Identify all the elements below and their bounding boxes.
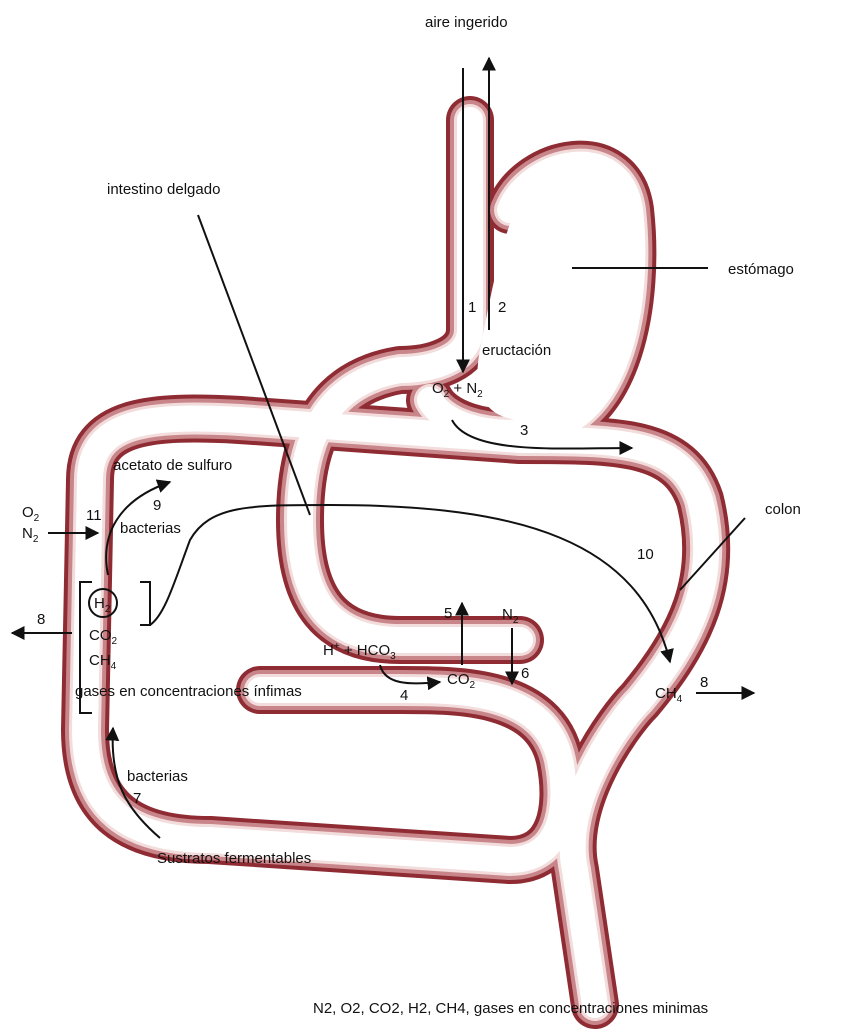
chem-ch4-left: CH4 <box>89 653 116 672</box>
chem-o2-left: O2 <box>22 505 39 524</box>
label-colon: colon <box>765 502 801 517</box>
chem-n2-mid: N2 <box>502 607 518 626</box>
gas-bracket-right <box>140 582 150 625</box>
number-7: 7 <box>133 791 141 806</box>
label-estomago: estómago <box>728 262 794 277</box>
label-acetato-de-sulfuro: acetato de sulfuro <box>113 458 232 473</box>
label-eructacion: eructación <box>482 343 551 358</box>
label-sustratos-fermentables: Sustratos fermentables <box>157 851 311 866</box>
number-5: 5 <box>444 606 452 621</box>
label-aire-ingerido: aire ingerido <box>425 15 508 30</box>
chem-co2-left: CO2 <box>89 628 117 647</box>
number-11: 11 <box>86 508 102 523</box>
label-gases-minimas: gases en concentraciones ínfimas <box>75 684 302 699</box>
footer-gas-list: N2, O2, CO2, H2, CH4, gases en concentra… <box>313 1000 708 1017</box>
number-6: 6 <box>521 666 529 681</box>
label-bacterias-bottom: bacterias <box>127 769 188 784</box>
chem-h2: H2 <box>94 596 110 615</box>
number-2: 2 <box>498 300 506 315</box>
number-9: 9 <box>153 498 161 513</box>
number-8-left: 8 <box>37 612 45 627</box>
chem-co2-mid: CO2 <box>447 672 475 691</box>
number-4: 4 <box>400 688 408 703</box>
chem-ch4-right: CH4 <box>655 686 682 705</box>
number-10: 10 <box>637 547 654 562</box>
chem-o2-n2: O2 + N2 <box>432 381 483 400</box>
number-8-right: 8 <box>700 675 708 690</box>
label-intestino-delgado: intestino delgado <box>107 182 220 197</box>
gut-tubes <box>85 120 706 1005</box>
label-bacterias-top: bacterias <box>120 521 181 536</box>
number-3: 3 <box>520 423 528 438</box>
chem-h-plus-hco3: H+ + HCO3 <box>323 642 396 662</box>
chem-n2-left: N2 <box>22 526 38 545</box>
number-1: 1 <box>468 300 476 315</box>
